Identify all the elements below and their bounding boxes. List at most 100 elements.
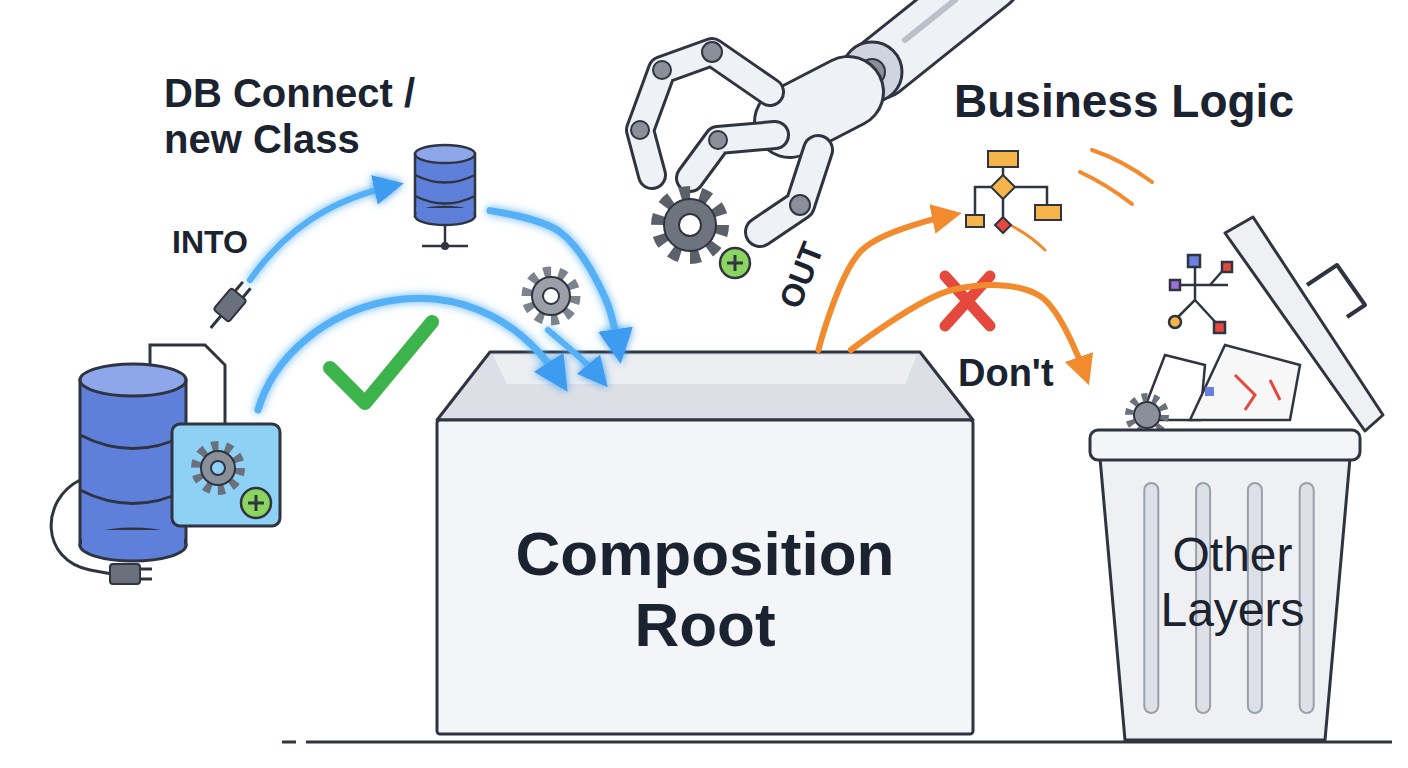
flow-arrow: [548, 330, 600, 378]
gear: [664, 199, 716, 251]
can-lid: [1225, 217, 1383, 431]
robot-joint: [702, 42, 722, 62]
paper: [1190, 345, 1300, 420]
network-dot: [441, 242, 449, 250]
flow-arrow: [250, 186, 392, 280]
source-database: DB Connect / new Class: [160, 70, 490, 260]
edge-label: INTO: [172, 224, 248, 261]
motion-line: [1092, 150, 1152, 182]
motion-line: [1080, 172, 1132, 204]
database-band: [415, 196, 475, 204]
tree-square: [1214, 322, 1225, 333]
database-fill: [417, 208, 474, 216]
plug-pin: [235, 282, 243, 291]
plug-illustration: [203, 186, 392, 334]
database-band: [80, 435, 186, 449]
can-slot: [1144, 483, 1158, 713]
flowchart-diamond: [995, 217, 1011, 233]
robot-thumb: [760, 150, 818, 232]
robot-palm: [790, 92, 848, 122]
database-illustration: [51, 345, 280, 584]
tree-square: [1222, 262, 1232, 272]
flowchart-diamond: [991, 175, 1015, 199]
database-bottom: [80, 529, 186, 561]
node-heading: Composition Root: [465, 518, 945, 661]
plus-sign: [727, 255, 743, 271]
gear-teeth: [527, 272, 575, 320]
flow-arrow: [697, 288, 703, 395]
flow-arrow: [490, 211, 619, 350]
gear-teeth: [196, 446, 240, 490]
edge-label: Don't: [958, 352, 1054, 395]
robot-joint: [790, 195, 810, 215]
node-heading: DB Connect / new Class: [164, 70, 476, 162]
can-rim: [1090, 430, 1360, 460]
trash-can-outline: [1085, 215, 1385, 745]
robot-panel: [905, 0, 955, 40]
trash-can: Other Layers: [1085, 215, 1385, 745]
database-top: [80, 364, 186, 396]
robot-joint: [653, 61, 671, 79]
robot-finger: [690, 135, 775, 178]
gear-hole: [543, 288, 559, 304]
tree-square: [1188, 255, 1200, 267]
box-front: [437, 420, 973, 734]
tree-icon: [1169, 255, 1232, 333]
robot-joint: [631, 121, 649, 139]
edge-label: OUT: [772, 237, 832, 313]
node-heading: Business Logic: [954, 75, 1390, 128]
motion-line: [1010, 225, 1045, 250]
cross-mark: [945, 276, 990, 326]
power-cable: [51, 480, 112, 574]
ground-line: [282, 741, 296, 744]
gear-illustration: [527, 272, 575, 320]
plus-badge: [241, 488, 271, 518]
box-opening: [437, 352, 973, 420]
gear: [532, 277, 570, 315]
gear-hole: [679, 214, 701, 236]
flowchart-box: [988, 151, 1018, 167]
database-body: [80, 380, 186, 545]
tree-lines: [1175, 262, 1228, 325]
database-top: [415, 145, 475, 163]
plus-sign: [248, 495, 264, 511]
flow-arrow: [851, 285, 1085, 374]
flow-arrow: [258, 298, 560, 410]
held-gear: [658, 193, 750, 278]
robot-finger: [690, 135, 775, 178]
can-body: [1100, 458, 1350, 740]
robot-palm: [790, 92, 848, 122]
gear-teeth: [1129, 397, 1165, 433]
flowchart-box: [1035, 205, 1061, 220]
paper-mark: [1205, 387, 1214, 396]
tree-dot: [1169, 316, 1181, 328]
database-bottom: [415, 207, 475, 225]
robot-thumb: [760, 150, 818, 232]
flowchart-box: [966, 215, 984, 227]
lid-handle: [1307, 265, 1365, 317]
business-logic-node: Business Logic: [950, 75, 1390, 255]
node-heading: Other Layers: [1125, 527, 1340, 637]
check-mark: [330, 322, 432, 403]
flow-arrow: [818, 215, 950, 350]
robot-joint: [709, 131, 727, 149]
database-band: [80, 490, 186, 504]
composition-box: Composition Root: [435, 350, 975, 740]
gear: [1134, 402, 1160, 428]
gear: [201, 451, 235, 485]
database-fill: [82, 530, 184, 544]
plug-cable: [211, 316, 221, 328]
plus-badge: [720, 248, 750, 278]
tree-square: [1170, 280, 1180, 290]
gear-teeth: [658, 193, 722, 257]
gear-card: [172, 424, 280, 526]
plug-pin: [140, 578, 152, 581]
paper-scribble: [1235, 375, 1280, 410]
plug: [110, 564, 140, 584]
gear-hole: [211, 461, 225, 475]
database-band: [415, 175, 475, 183]
box-inner-wall: [493, 355, 917, 384]
plug-pin: [140, 568, 152, 571]
plug-pin: [243, 288, 251, 297]
